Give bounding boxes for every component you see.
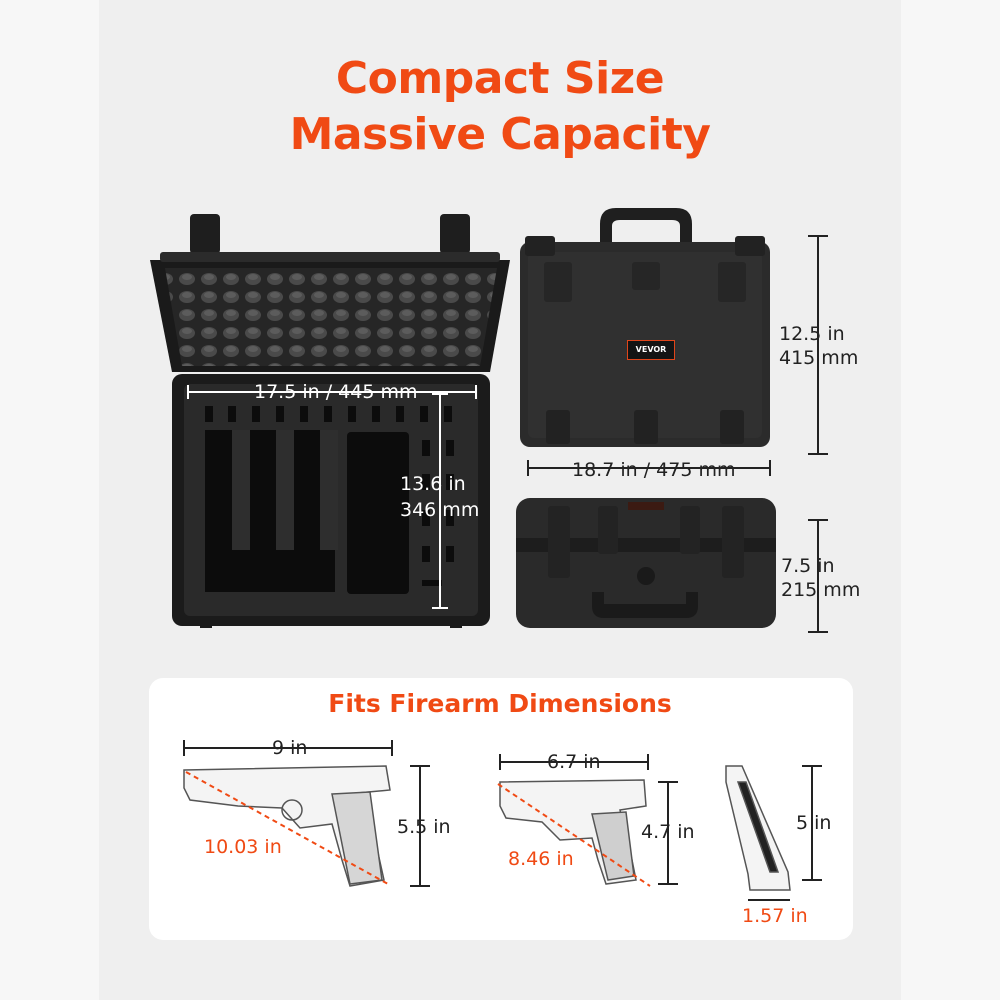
pistol-2-outline bbox=[499, 779, 647, 885]
depth-in-label: 7.5 in bbox=[781, 555, 835, 577]
firearm-dimension-lines bbox=[183, 740, 822, 901]
height-mm-label: 415 mm bbox=[779, 347, 859, 369]
magazine-height-label: 5 in bbox=[796, 812, 832, 834]
width-label: 18.7 in / 475 mm bbox=[572, 459, 736, 481]
open-case-lid bbox=[150, 214, 510, 372]
headline-line-1: Compact Size bbox=[335, 53, 665, 104]
pistol-1-length-label: 9 in bbox=[272, 737, 308, 759]
pistol-2-diagonal-line bbox=[497, 783, 651, 887]
interior-dimension-lines bbox=[187, 385, 477, 609]
open-case-base bbox=[172, 374, 490, 628]
interior-width-label: 17.5 in / 445 mm bbox=[254, 381, 418, 403]
pistol-2-height-label: 4.7 in bbox=[641, 821, 695, 843]
pistol-1-height-label: 5.5 in bbox=[397, 816, 451, 838]
brand-badge: VEVOR bbox=[627, 340, 675, 360]
pistol-1-outline bbox=[183, 765, 391, 887]
closed-case-side bbox=[516, 498, 776, 628]
magazine-outline bbox=[725, 765, 791, 891]
headline-line-2: Massive Capacity bbox=[289, 109, 711, 160]
depth-mm-label: 215 mm bbox=[781, 579, 861, 601]
pistol-2-length-label: 6.7 in bbox=[547, 751, 601, 773]
height-in-label: 12.5 in bbox=[779, 323, 845, 345]
firearm-dimensions-title: Fits Firearm Dimensions bbox=[328, 689, 672, 718]
pistol-1-diagonal-label: 10.03 in bbox=[204, 836, 282, 858]
interior-depth-in-label: 13.6 in bbox=[400, 473, 466, 495]
pistol-2-diagonal-label: 8.46 in bbox=[508, 848, 574, 870]
interior-depth-mm-label: 346 mm bbox=[400, 499, 480, 521]
exterior-dimension-lines bbox=[527, 235, 828, 633]
magazine-width-label: 1.57 in bbox=[742, 905, 808, 927]
pistol-1-diagonal-line bbox=[185, 771, 389, 885]
